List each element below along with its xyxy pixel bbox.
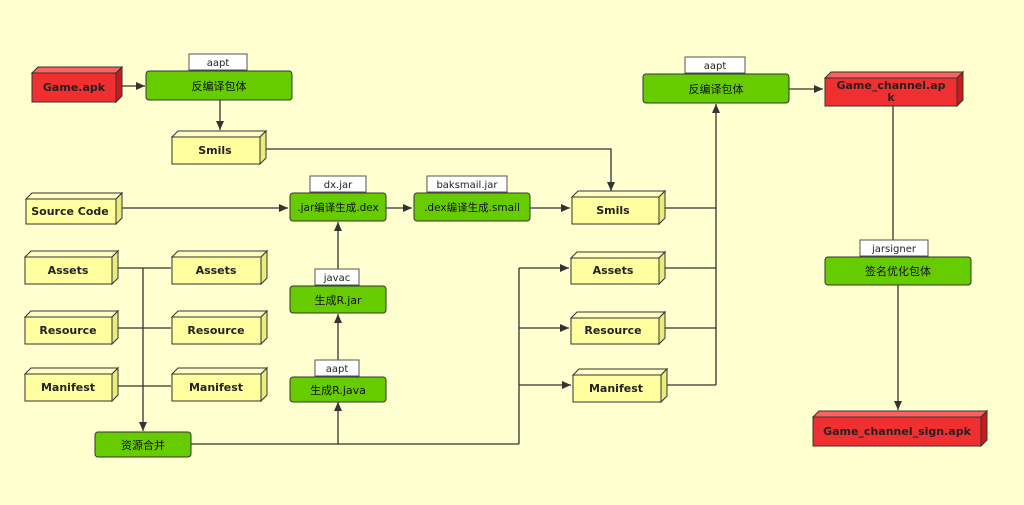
node-resource-1: Resource: [23, 309, 120, 346]
tool-aapt-1: aapt: [188, 53, 248, 71]
node-decompile-1: 反编译包体: [145, 70, 293, 101]
node-gen-r-java: 生成R.java: [289, 376, 387, 403]
node-resource-2-label: Resource: [187, 324, 244, 337]
node-sign-optimize-label: 签名优化包体: [865, 264, 931, 278]
tool-aapt-2-label: aapt: [704, 61, 727, 72]
node-resource-3: Resource: [569, 310, 667, 346]
node-assets-2-label: Assets: [196, 264, 237, 277]
node-sign-optimize: 签名优化包体: [824, 256, 972, 286]
node-source-code: Source Code: [24, 191, 124, 226]
node-game-channel-sign-apk: Game_channel_sign.apk: [811, 409, 989, 448]
node-game-apk: Game.apk: [30, 65, 124, 104]
node-assets-1: Assets: [23, 249, 120, 286]
node-resource-2: Resource: [170, 309, 269, 346]
tool-baksmali-jar: baksmail.jar: [426, 175, 508, 193]
node-smils-1: Smils: [170, 129, 268, 166]
node-resource-1-label: Resource: [39, 324, 96, 337]
node-game-channel-apk: Game_channel.ap k: [823, 70, 965, 108]
node-gen-r-java-label: 生成R.java: [310, 383, 366, 397]
node-manifest-2: Manifest: [170, 366, 269, 403]
tool-aapt-3: aapt: [314, 359, 360, 377]
node-source-code-label: Source Code: [31, 205, 109, 218]
node-smils-2-label: Smils: [596, 204, 630, 217]
node-smils-1-label: Smils: [198, 144, 232, 157]
node-decompile-2-label: 反编译包体: [689, 82, 744, 96]
node-manifest-1: Manifest: [23, 366, 120, 403]
tool-aapt-3-label: aapt: [326, 364, 349, 375]
node-manifest-2-label: Manifest: [189, 381, 243, 394]
tool-javac: javac: [314, 268, 360, 286]
edge-smils-smils2: [266, 148, 615, 191]
node-decompile-2: 反编译包体: [642, 73, 790, 104]
node-resource-3-label: Resource: [584, 324, 641, 337]
node-dex-to-smali-label: .dex编译生成.smail: [424, 201, 520, 214]
tool-jarsigner-label: jarsigner: [871, 244, 917, 255]
node-merge-resources-label: 资源合并: [121, 438, 165, 452]
node-assets-1-label: Assets: [48, 264, 89, 277]
tool-javac-label: javac: [323, 273, 350, 284]
node-game-channel-apk-label-line1: Game_channel.ap: [836, 79, 945, 92]
tool-jarsigner: jarsigner: [859, 239, 929, 257]
node-decompile-1-label: 反编译包体: [192, 79, 247, 93]
node-smils-2: Smils: [570, 189, 667, 226]
node-assets-3: Assets: [569, 250, 667, 286]
node-assets-2: Assets: [170, 249, 269, 286]
node-manifest-3: Manifest: [571, 367, 669, 404]
node-gen-r-jar-label: 生成R.jar: [314, 293, 362, 307]
tool-aapt-1-label: aapt: [207, 58, 230, 69]
connectors: [116, 82, 902, 445]
node-assets-3-label: Assets: [593, 264, 634, 277]
tool-dx-jar-label: dx.jar: [324, 180, 353, 191]
node-game-channel-apk-label-line2: k: [887, 91, 895, 104]
node-game-channel-sign-apk-label: Game_channel_sign.apk: [823, 425, 972, 438]
node-dex-to-smali: .dex编译生成.smail: [413, 192, 531, 222]
tool-dx-jar: dx.jar: [309, 175, 367, 193]
node-game-apk-label: Game.apk: [43, 81, 106, 94]
node-jar-to-dex-label: .jar编译生成.dex: [297, 201, 379, 214]
node-gen-r-jar: 生成R.jar: [289, 285, 387, 314]
tool-aapt-2: aapt: [684, 56, 746, 74]
tool-baksmali-jar-label: baksmail.jar: [436, 180, 498, 191]
node-merge-resources: 资源合并: [94, 431, 192, 458]
node-manifest-3-label: Manifest: [589, 382, 643, 395]
node-manifest-1-label: Manifest: [41, 381, 95, 394]
node-jar-to-dex: .jar编译生成.dex: [289, 192, 387, 222]
